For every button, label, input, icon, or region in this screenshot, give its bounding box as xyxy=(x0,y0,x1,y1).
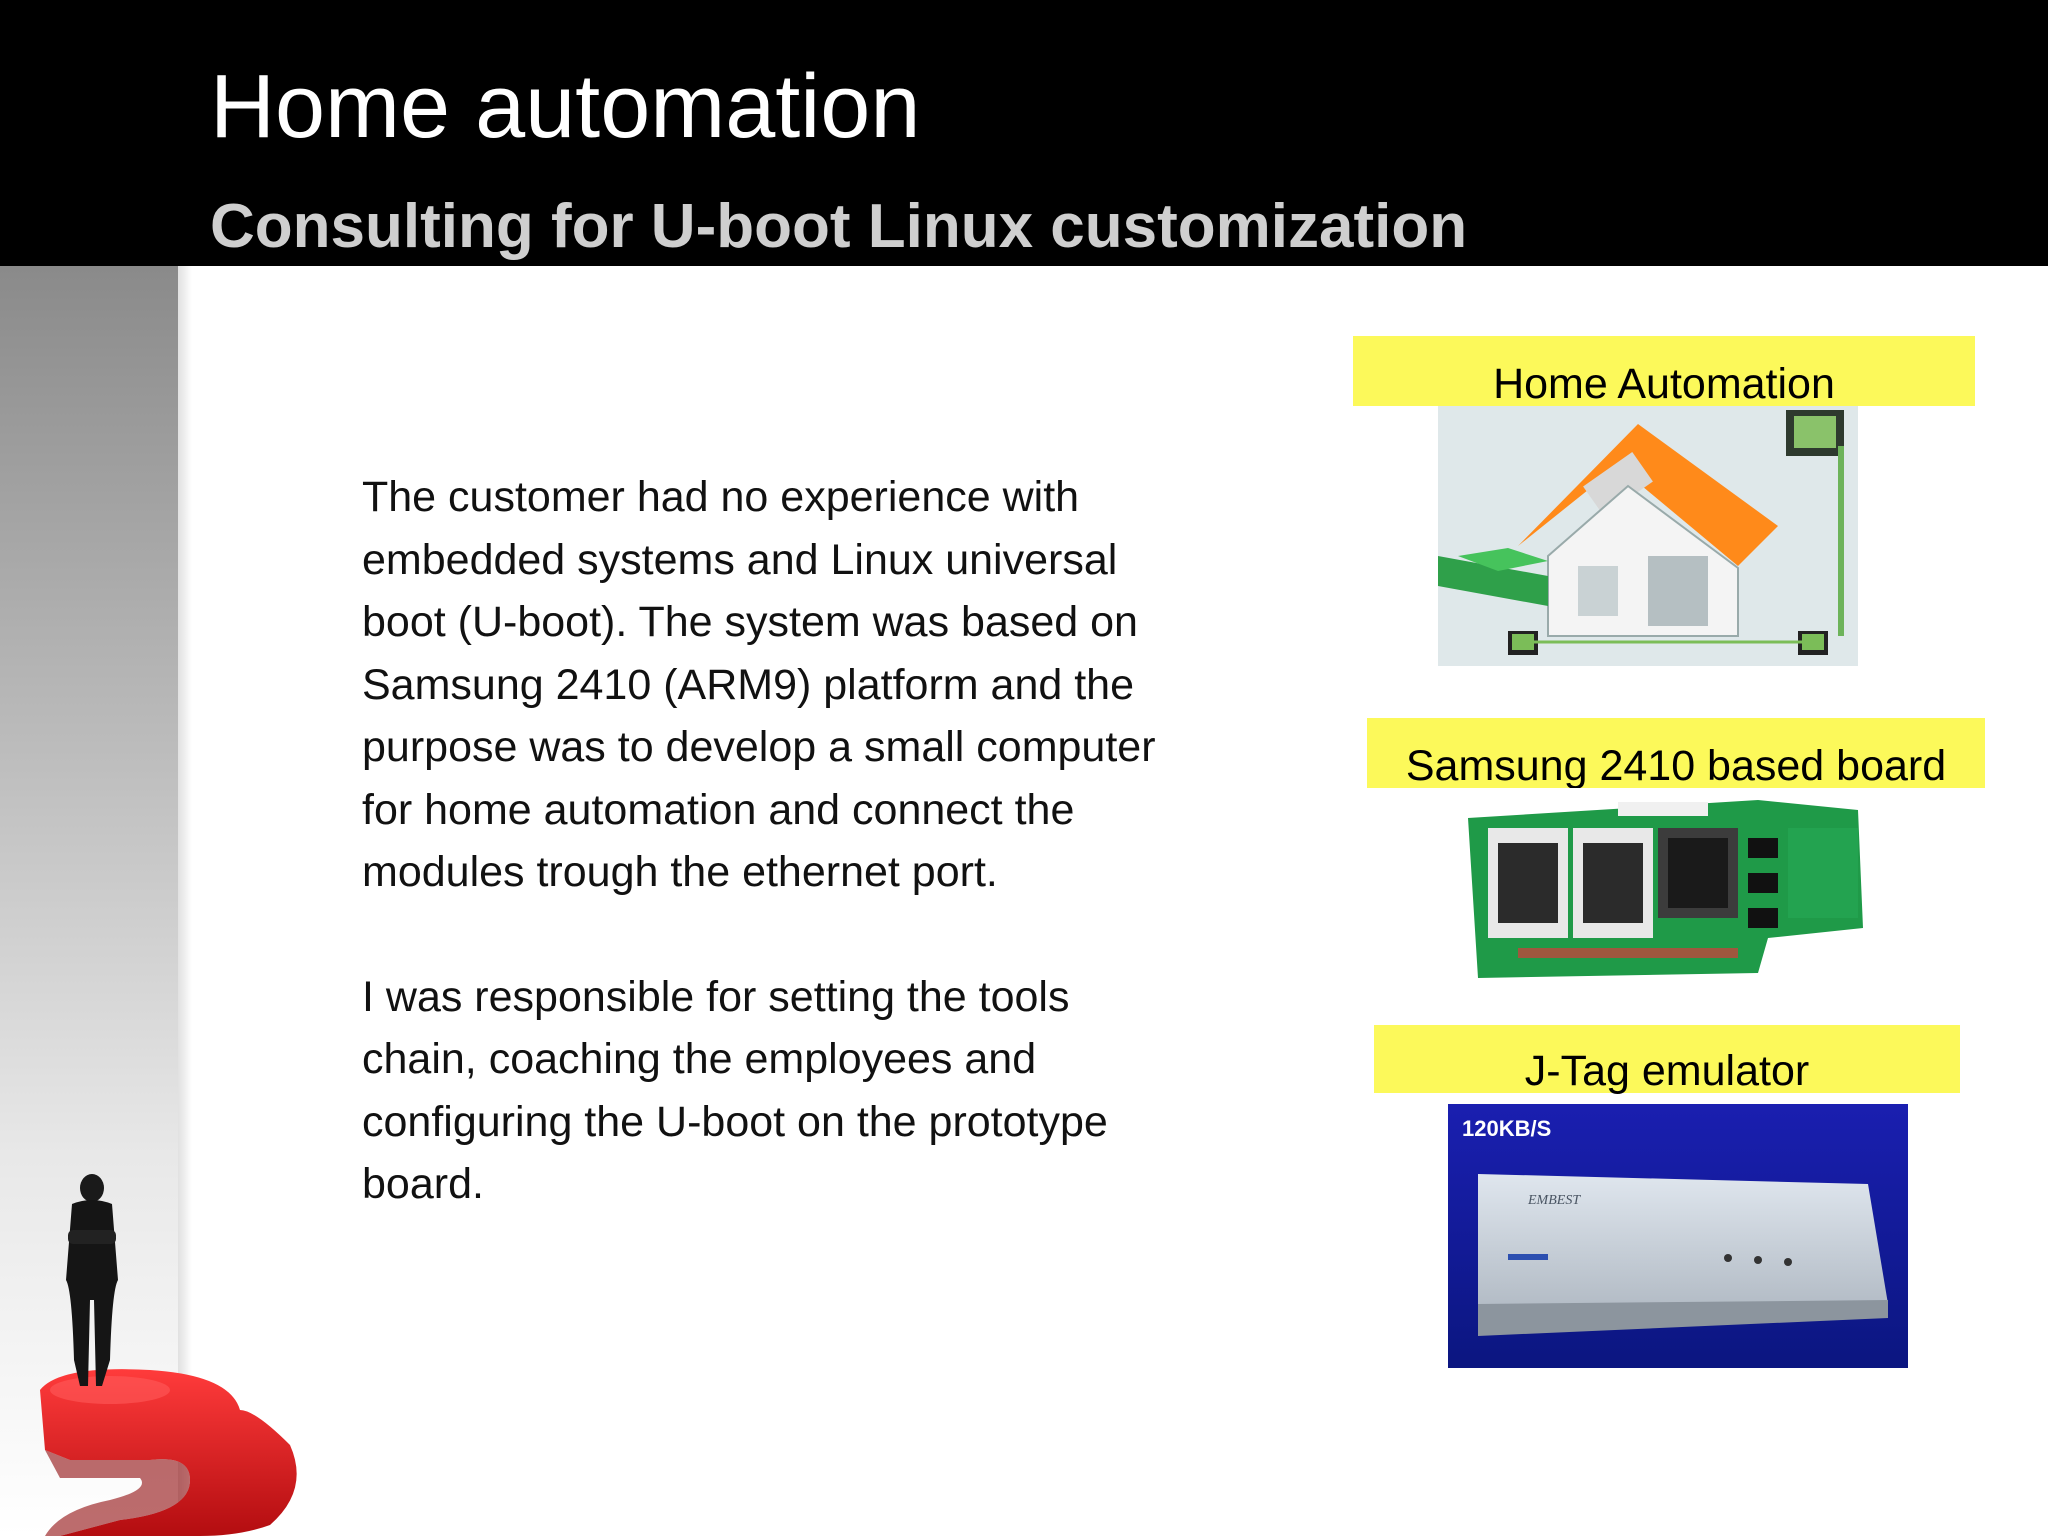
jtag-brand-text: EMBEST xyxy=(1527,1193,1581,1208)
sidebar-shadow xyxy=(178,266,192,1536)
paragraph-2: I was responsible for setting the tools … xyxy=(362,972,1108,1209)
house-diagram-icon xyxy=(1438,406,1858,666)
slide-header xyxy=(0,0,2048,266)
circuit-board-icon xyxy=(1458,788,1878,988)
person-on-red-shape-icon xyxy=(40,1174,297,1536)
paragraph-1: The customer had no experience with embe… xyxy=(362,473,1156,896)
jtag-speed-text: 120KB/S xyxy=(1462,1116,1551,1141)
body-text: The customer had no experience with embe… xyxy=(362,466,1182,1216)
slide-title: Home automation xyxy=(210,57,921,157)
caption-home-automation: Home Automation xyxy=(1353,336,1975,406)
caption-jtag-emulator: J-Tag emulator xyxy=(1374,1025,1960,1093)
caption-samsung-board: Samsung 2410 based board xyxy=(1367,718,1985,788)
slide-subtitle: Consulting for U-boot Linux customizatio… xyxy=(210,192,1468,261)
jtag-emulator-icon: 120KB/S EMBEST xyxy=(1448,1104,1908,1368)
